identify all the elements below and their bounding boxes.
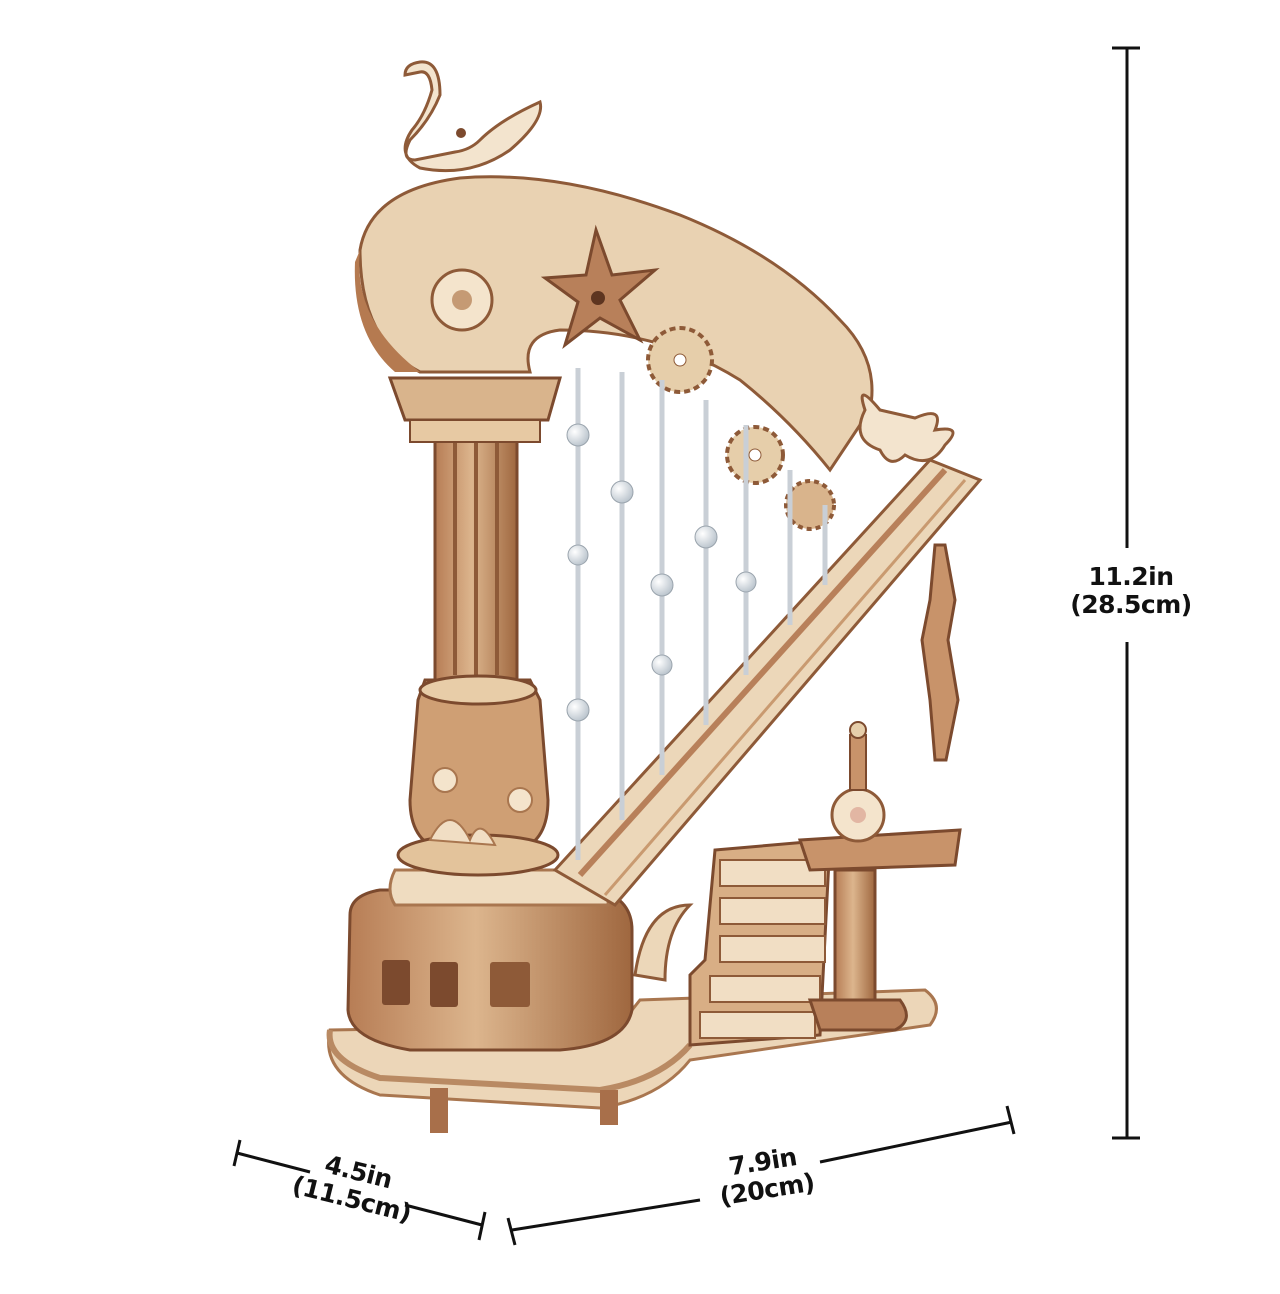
string-bead: [694, 525, 718, 549]
side-table-foot: [807, 998, 908, 1032]
string-bead: [566, 423, 590, 447]
height-dimension-line: [1112, 46, 1140, 1140]
height-dimension-label: 11.2in (28.5cm): [1056, 563, 1206, 619]
crank-lever: [633, 903, 694, 982]
swan-pin: [456, 128, 466, 138]
string-bead: [735, 571, 757, 593]
pillar-capital-band: [409, 419, 541, 443]
music-sheet: [709, 975, 821, 1003]
forepillar-arm: [552, 458, 983, 907]
star-flower-center: [591, 291, 605, 305]
soundbox-window-3: [490, 962, 530, 1007]
side-table-leg: [833, 868, 877, 1007]
candle-finial-knob: [849, 721, 867, 739]
soundbox-window-1: [382, 960, 410, 1005]
base-foot-right: [600, 1090, 618, 1125]
width-dimension-line: [506, 1105, 1016, 1246]
gear-axle: [673, 353, 687, 367]
gear: [784, 479, 836, 531]
flower-ornament: [432, 767, 458, 793]
music-sheet: [719, 935, 826, 963]
neck-scroll: [354, 250, 420, 372]
scroll-boss-center: [452, 290, 472, 310]
forepillar-trim: [577, 467, 948, 878]
swan-ornament: [403, 60, 543, 173]
leaf-ornament: [428, 819, 497, 847]
depth-dimension-line: [232, 1139, 487, 1241]
table-clock-face: [850, 807, 866, 823]
forepillar-trim: [603, 479, 967, 896]
star-flower-ornament: [540, 224, 660, 350]
pillar-capital: [387, 376, 562, 422]
soundbox-window-2: [430, 962, 458, 1007]
butterfly-ornament: [858, 393, 955, 463]
string-bead: [566, 698, 590, 722]
hanging-chain: [920, 543, 960, 762]
music-sheet: [699, 1011, 816, 1039]
height-metric: (28.5cm): [1070, 590, 1192, 619]
base-foot-left: [430, 1088, 448, 1133]
side-table-top: [797, 828, 962, 872]
music-sheet: [719, 897, 826, 925]
string-bead: [650, 573, 674, 597]
string-bead: [610, 480, 634, 504]
height-imperial: 11.2in: [1088, 562, 1174, 591]
pillar-ring: [418, 674, 538, 706]
gear-axle: [748, 448, 762, 462]
pillar-lower-ornament: [408, 678, 550, 852]
flower-ornament: [507, 787, 533, 813]
candle-finial: [849, 734, 867, 791]
string-bead: [567, 544, 589, 566]
string-bead: [651, 654, 673, 676]
